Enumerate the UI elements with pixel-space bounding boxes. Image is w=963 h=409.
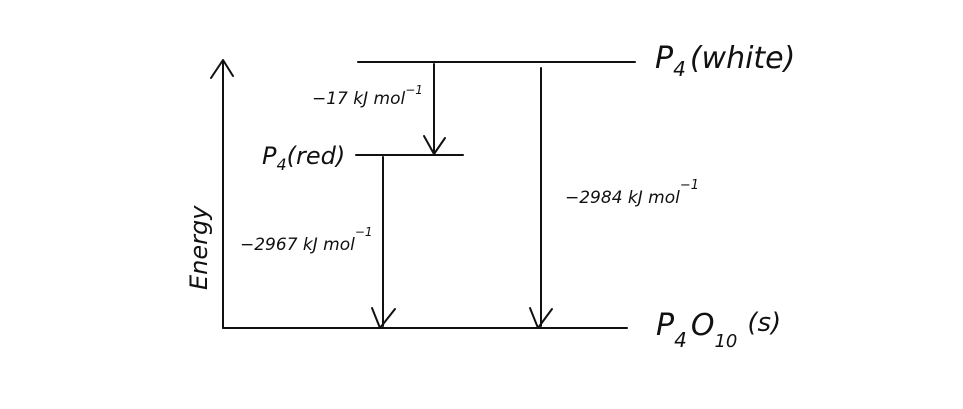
transition-label-white-to-oxide: −2984 kJ mol−1: [565, 178, 699, 208]
transition-label-red-to-oxide: −2967 kJ mol−1: [240, 225, 373, 255]
arrow-white-to-oxide: [529, 67, 553, 329]
arrow-white-to-red: [423, 63, 446, 155]
energy-axis: Energy: [185, 59, 234, 329]
arrow-red-to-oxide: [371, 156, 396, 329]
level-label-p4-red: P4(red): [262, 142, 345, 174]
energy-axis-label: Energy: [185, 205, 213, 290]
level-label-p4-white: P4(white): [655, 41, 795, 81]
energy-axis-arrowhead: [210, 59, 234, 79]
transition-label-white-to-red: −17 kJ mol−1: [312, 83, 423, 109]
